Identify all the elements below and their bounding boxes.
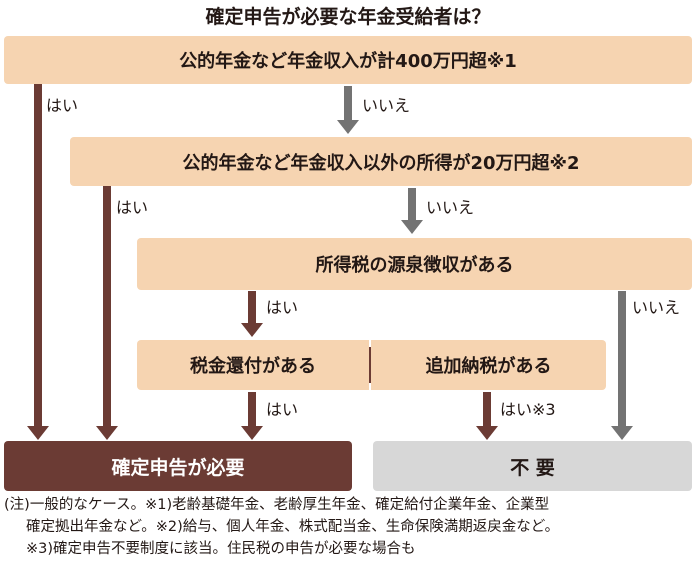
result-not-required: 不 要	[373, 441, 692, 491]
no-arrow-q2	[401, 188, 423, 234]
note-line: ※3)確定申告不要制度に該当。住民税の申告が必要な場合も	[26, 541, 416, 557]
yes-arrow-refund	[241, 392, 263, 440]
option-additional-tax: 追加納税がある	[371, 340, 606, 390]
option-tax-refund: 税金還付がある	[137, 340, 369, 390]
result-filing-required: 確定申告が必要	[4, 441, 352, 491]
yes3-label-additional-tax: はい※3	[500, 400, 556, 419]
yes-arrow-additional-tax	[476, 392, 498, 440]
no-label-q1: いいえ	[362, 96, 411, 115]
question-withholding-tax: 所得税の源泉徴収がある	[137, 238, 692, 290]
yes-arrow-q3	[241, 291, 263, 337]
note-line: 確定拠出年金など。※2)給与、個人年金、株式配当金、生命保険満期返戻金など。	[26, 519, 560, 535]
question-other-income-over-200k: 公的年金など年金収入以外の所得が20万円超※2	[70, 137, 692, 186]
no-arrow-q3	[611, 291, 633, 440]
yes-arrow-q1	[27, 84, 49, 440]
no-label-q3: いいえ	[632, 298, 681, 317]
yes-arrow-q2	[96, 186, 118, 440]
no-arrow-q1	[337, 86, 359, 134]
footnotes: (注)一般的なケース。※1)老齢基礎年金、老齢厚生年金、確定給付企業年金、企業型…	[4, 494, 694, 560]
note-line: (注)一般的なケース。※1)老齢基礎年金、老齢厚生年金、確定給付企業年金、企業型	[4, 497, 550, 513]
diagram-title: 確定申告が必要な年金受給者は？	[205, 6, 491, 28]
yes-label-q2: はい	[116, 198, 149, 217]
question-pension-over-4m: 公的年金など年金収入が計400万円超※1	[4, 36, 692, 84]
yes-label-refund: はい	[266, 400, 299, 419]
yes-label-q3: はい	[266, 298, 299, 317]
option-divider	[369, 347, 371, 383]
no-label-q2: いいえ	[426, 198, 475, 217]
yes-label-q1: はい	[46, 96, 79, 115]
